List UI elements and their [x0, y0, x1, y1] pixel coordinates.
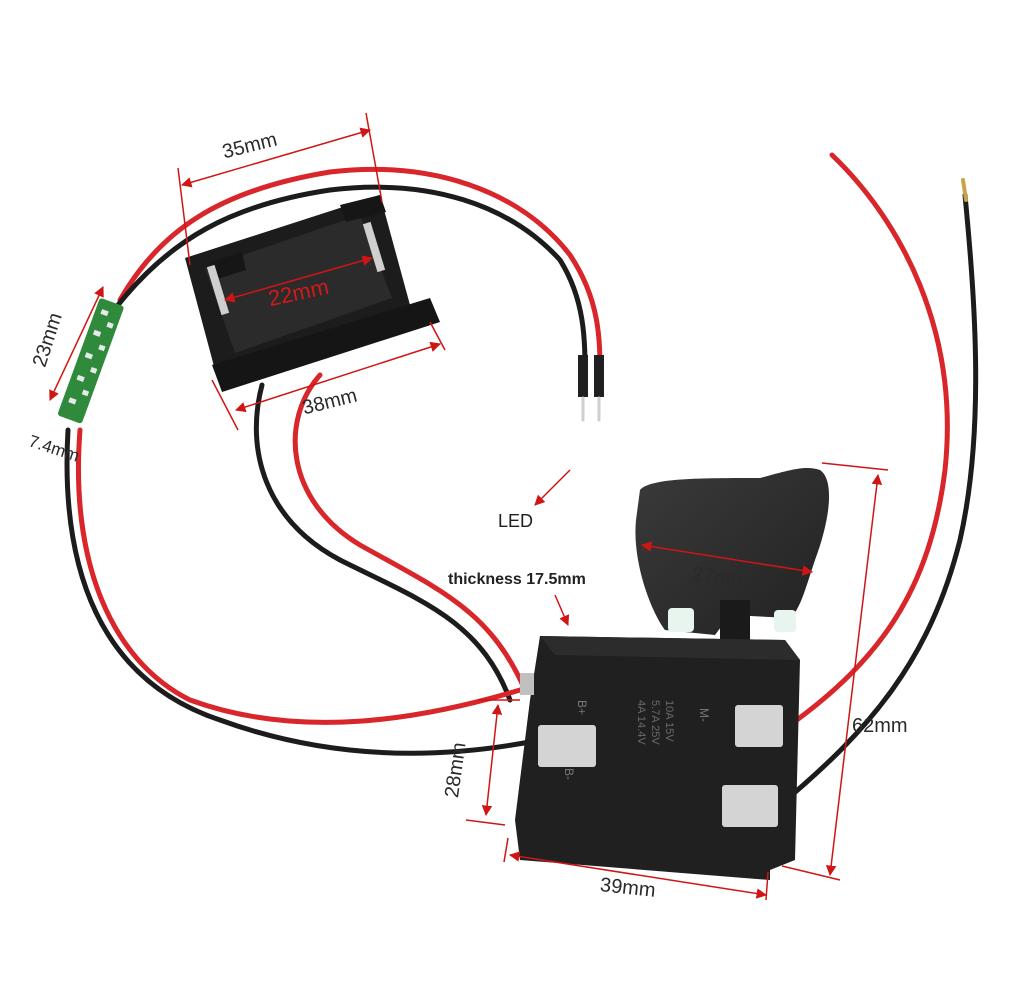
dimension-lines [49, 112, 889, 901]
led-sleeve-right [594, 355, 604, 397]
red-wire-led [117, 166, 603, 378]
switch-mark-mminus: M- [697, 708, 711, 722]
red-wire-pcb [75, 427, 523, 725]
switch-rating-2: 5.7A 25V [649, 700, 661, 745]
led-pins [581, 396, 601, 422]
led-sleeve-left [578, 355, 588, 397]
red-wire-holder [292, 372, 528, 693]
black-wire-pcb [64, 427, 543, 756]
thickness-label: thickness 17.5mm [448, 571, 586, 588]
black-wire-tip [961, 178, 968, 202]
switch-rating-3: 10A 15V [663, 700, 675, 742]
trigger-switch: B+ B- M- 4A 14.4V 5.7A 25V 10A 15V [515, 467, 830, 880]
switch-rating-1: 4A 14.4V [635, 700, 647, 745]
dimension-label-39mm: 39mm [599, 874, 657, 902]
dimension-label-62mm: 62mm [852, 715, 908, 737]
wires [64, 152, 979, 808]
switch-mark-bplus: B+ [575, 700, 589, 715]
black-wire-led [115, 184, 588, 378]
led-label: LED [498, 511, 534, 531]
black-wire-holder [253, 382, 513, 703]
switch-mark-bminus: B- [562, 768, 576, 780]
indicator-pcb [58, 298, 124, 424]
